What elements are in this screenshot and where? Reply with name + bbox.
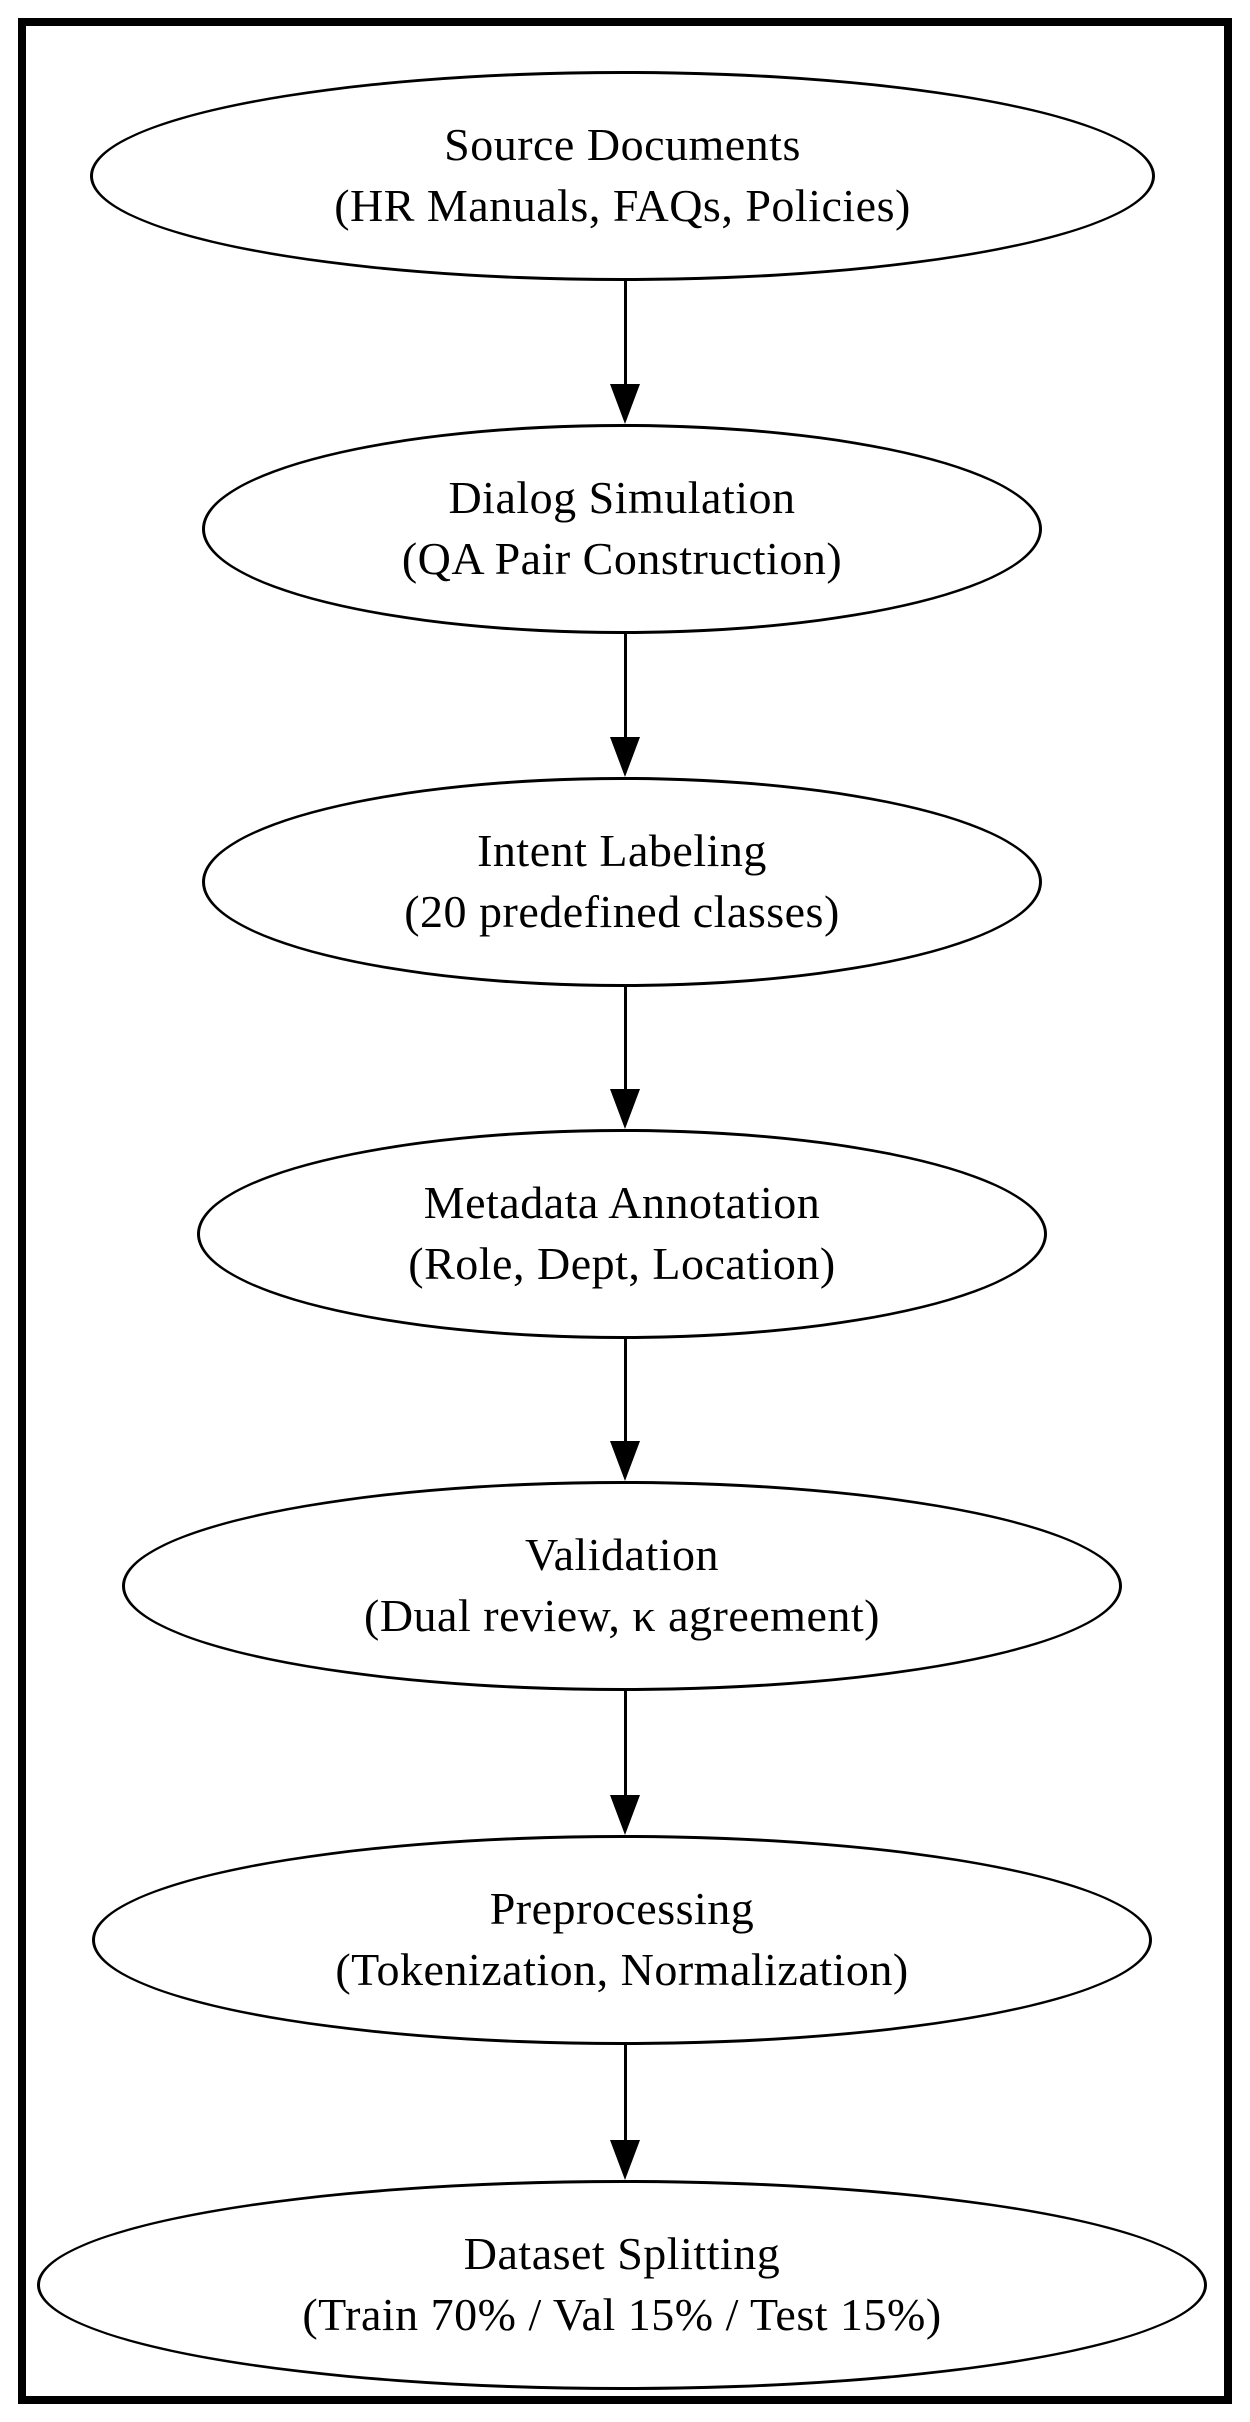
node-subtitle: (Dual review, κ agreement) <box>364 1590 880 1641</box>
arrow-down-icon <box>610 737 640 777</box>
node-title: Preprocessing <box>489 1883 755 1935</box>
node-title: Dialog Simulation <box>448 472 796 524</box>
flow-arrow-4 <box>605 1339 645 1481</box>
arrow-down-icon <box>610 2140 640 2180</box>
node-subtitle: (QA Pair Construction) <box>401 533 843 584</box>
flow-node-metadata-annotation: Metadata Annotation (Role, Dept, Locatio… <box>197 1129 1047 1339</box>
node-subtitle: (Train 70% / Val 15% / Test 15%) <box>302 2289 942 2340</box>
node-title: Validation <box>524 1529 720 1581</box>
node-title: Source Documents <box>444 119 801 171</box>
node-subtitle: (HR Manuals, FAQs, Policies) <box>334 180 911 231</box>
flow-arrow-3 <box>605 987 645 1129</box>
arrow-line <box>623 634 627 737</box>
arrow-down-icon <box>610 1441 640 1481</box>
flow-node-dataset-splitting: Dataset Splitting (Train 70% / Val 15% /… <box>37 2180 1207 2390</box>
arrow-line <box>623 2045 627 2140</box>
flow-arrow-5 <box>605 1691 645 1835</box>
flow-arrow-2 <box>605 634 645 777</box>
flow-node-source-documents: Source Documents (HR Manuals, FAQs, Poli… <box>90 71 1155 281</box>
arrow-line <box>623 1339 627 1441</box>
flow-arrow-6 <box>605 2045 645 2180</box>
arrow-line <box>623 987 627 1089</box>
arrow-line <box>623 281 627 384</box>
flow-node-intent-labeling: Intent Labeling (20 predefined classes) <box>202 777 1042 987</box>
arrow-line <box>623 1691 627 1795</box>
node-title: Dataset Splitting <box>463 2228 781 2280</box>
flow-node-dialog-simulation: Dialog Simulation (QA Pair Construction) <box>202 424 1042 634</box>
node-subtitle: (Tokenization, Normalization) <box>335 1944 909 1995</box>
node-subtitle: (Role, Dept, Location) <box>408 1238 836 1289</box>
node-title: Intent Labeling <box>477 825 767 877</box>
arrow-down-icon <box>610 384 640 424</box>
flow-arrow-1 <box>605 281 645 424</box>
node-subtitle: (20 predefined classes) <box>404 886 840 937</box>
arrow-down-icon <box>610 1795 640 1835</box>
node-title: Metadata Annotation <box>423 1177 821 1229</box>
flow-node-validation: Validation (Dual review, κ agreement) <box>122 1481 1122 1691</box>
arrow-down-icon <box>610 1089 640 1129</box>
flow-node-preprocessing: Preprocessing (Tokenization, Normalizati… <box>92 1835 1152 2045</box>
